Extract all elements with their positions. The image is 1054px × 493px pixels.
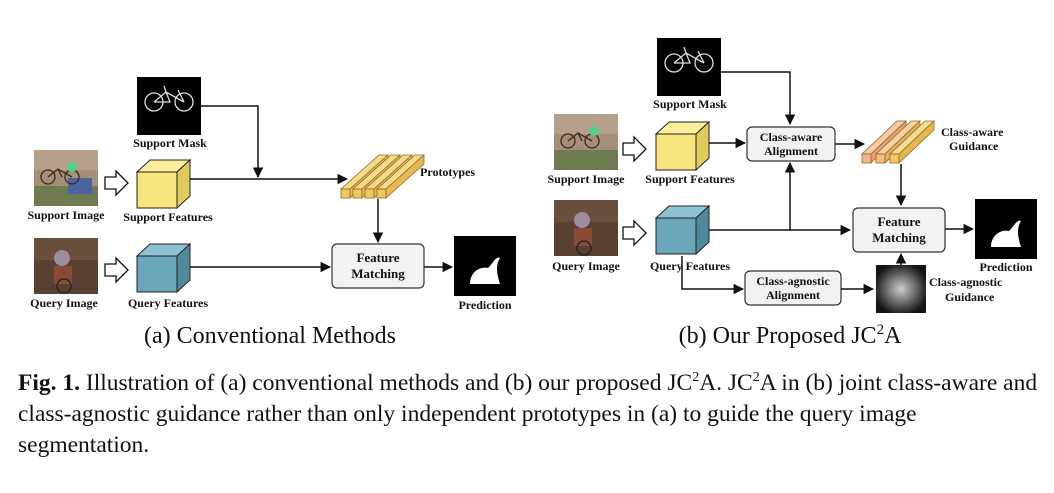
class-agnostic-alignment-box-b: Class-agnostic Alignment bbox=[744, 270, 842, 306]
class-aware-alignment-box-b: Class-aware Alignment bbox=[746, 126, 836, 162]
query-image-label-a: Query Image bbox=[30, 296, 98, 310]
class-aware-guidance-line1-b: Class-aware bbox=[941, 125, 1004, 139]
figure-caption: Fig. 1. Illustration of (a) conventional… bbox=[18, 362, 1040, 461]
class-aware-alignment-line2-b: Alignment bbox=[764, 144, 818, 158]
figure-diagram: Support Mask Support Image Support Featu… bbox=[27, 38, 1037, 349]
support-image-a bbox=[34, 150, 98, 206]
support-features-label-a: Support Features bbox=[123, 210, 213, 224]
class-agnostic-alignment-line2-b: Alignment bbox=[766, 288, 820, 302]
subcaption-a: (a) Conventional Methods bbox=[144, 323, 396, 349]
support-mask-label-a: Support Mask bbox=[133, 136, 207, 150]
support-features-cube-a bbox=[135, 158, 192, 210]
feature-matching-line2-a: Matching bbox=[351, 266, 405, 281]
support-mask-label-b: Support Mask bbox=[653, 97, 727, 111]
support-features-cube-b bbox=[654, 120, 711, 172]
support-mask-image-a bbox=[137, 77, 201, 135]
caption-text-3: A in (b) joint class-aware and class-agn… bbox=[18, 369, 1038, 458]
feature-matching-line1-a: Feature bbox=[356, 250, 399, 265]
prediction-image-b bbox=[975, 199, 1037, 259]
prediction-label-b: Prediction bbox=[979, 260, 1032, 274]
class-aware-guidance-line2-b: Guidance bbox=[949, 139, 999, 153]
support-features-label-b: Support Features bbox=[645, 172, 735, 186]
panel-b: Support Mask Support Image Support Featu… bbox=[547, 38, 1037, 349]
outline-arrow-query-b bbox=[622, 219, 647, 247]
caption-text-1: Illustration of (a) conventional methods… bbox=[80, 369, 693, 396]
class-agnostic-guidance-line2-b: Guidance bbox=[945, 290, 995, 304]
prototypes-label-a: Prototypes bbox=[420, 165, 475, 179]
feature-matching-box-b: Feature Matching bbox=[852, 207, 946, 253]
support-image-label-a: Support Image bbox=[27, 208, 105, 222]
feature-matching-box-a: Feature Matching bbox=[331, 243, 425, 289]
caption-sup-2: 2 bbox=[752, 370, 760, 385]
subcaption-b-end: A bbox=[884, 323, 902, 349]
query-image-b bbox=[554, 200, 618, 256]
class-agnostic-guidance-line1-b: Class-agnostic bbox=[929, 275, 1003, 289]
query-features-cube-b bbox=[654, 204, 711, 256]
subcaption-b-sup: 2 bbox=[877, 322, 885, 338]
outline-arrow-support-b bbox=[622, 135, 647, 163]
caption-text-2: A. JC bbox=[699, 369, 753, 396]
class-agnostic-guidance-image-b bbox=[876, 265, 926, 313]
panel-a: Support Mask Support Image Support Featu… bbox=[27, 77, 516, 349]
query-image-a bbox=[34, 238, 98, 294]
arrow-query-to-agnostic-alignment-b bbox=[681, 256, 745, 295]
outline-arrow-query-a bbox=[104, 256, 129, 284]
caption-sup-1: 2 bbox=[692, 370, 700, 385]
query-features-label-a: Query Features bbox=[128, 296, 208, 310]
class-aware-guidance-icon-b bbox=[860, 120, 936, 164]
query-image-label-b: Query Image bbox=[552, 259, 620, 273]
arrow-mask-to-alignment-b bbox=[721, 71, 796, 126]
feature-matching-line2-b: Matching bbox=[872, 230, 926, 245]
prototypes-icon-a bbox=[339, 154, 426, 199]
subcaption-b: (b) Our Proposed JC2A bbox=[679, 322, 903, 349]
support-image-label-b: Support Image bbox=[547, 172, 625, 186]
class-agnostic-alignment-line1-b: Class-agnostic bbox=[756, 274, 830, 288]
subcaption-b-main: (b) Our Proposed JC bbox=[679, 323, 877, 349]
query-features-cube-a bbox=[135, 242, 192, 294]
support-image-b bbox=[554, 114, 618, 170]
class-aware-alignment-line1-b: Class-aware bbox=[760, 130, 823, 144]
prediction-label-a: Prediction bbox=[458, 298, 511, 312]
prediction-image-a bbox=[454, 236, 516, 296]
feature-matching-line1-b: Feature bbox=[877, 214, 920, 229]
caption-label: Fig. 1. bbox=[18, 369, 81, 396]
query-features-label-b: Query Features bbox=[650, 259, 730, 273]
arrow-mask-to-features-a bbox=[201, 105, 264, 179]
outline-arrow-support-a bbox=[104, 169, 129, 197]
support-mask-image-b bbox=[657, 38, 721, 96]
